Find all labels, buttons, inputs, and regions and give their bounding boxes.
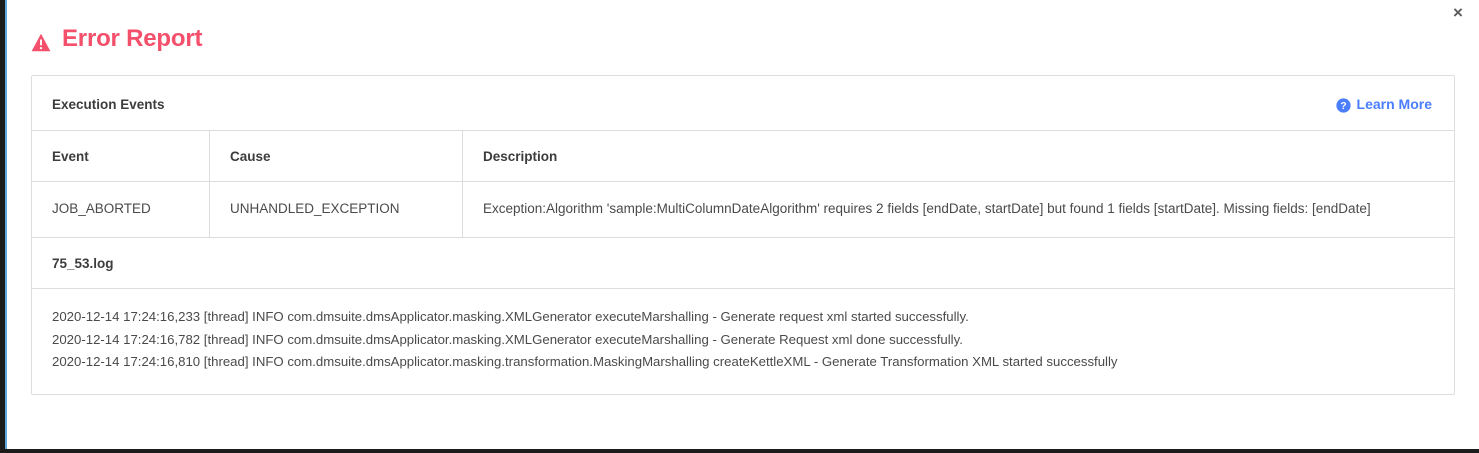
window-bottom-edge <box>0 449 1479 453</box>
page-title: Error Report <box>7 0 1479 53</box>
cell-cause: UNHANDLED_EXCEPTION <box>209 181 463 238</box>
column-header-cause: Cause <box>209 131 463 182</box>
log-line: 2020-12-14 17:24:16,233 [thread] INFO co… <box>52 308 969 324</box>
table-row: JOB_ABORTED UNHANDLED_EXCEPTION Exceptio… <box>32 181 1454 238</box>
log-file-name: 75_53.log <box>32 238 1454 289</box>
svg-text:?: ? <box>1340 101 1346 112</box>
learn-more-label: Learn More <box>1356 96 1432 112</box>
execution-events-card: Execution Events ? Learn More Event <box>31 75 1455 396</box>
error-report-dialog: × Error Report Execution Events ? <box>7 0 1479 449</box>
table-header-row: Event Cause Description <box>32 131 1454 182</box>
log-output: 2020-12-14 17:24:16,233 [thread] INFO co… <box>32 289 1454 394</box>
card-header: Execution Events ? Learn More <box>32 76 1454 131</box>
log-line: 2020-12-14 17:24:16,810 [thread] INFO co… <box>52 354 1118 370</box>
log-line: 2020-12-14 17:24:16,782 [thread] INFO co… <box>52 331 963 347</box>
cell-event: JOB_ABORTED <box>32 181 210 238</box>
column-header-description: Description <box>462 131 1454 182</box>
warning-triangle-icon <box>31 31 51 51</box>
learn-more-link[interactable]: ? Learn More <box>1335 96 1432 113</box>
window-left-accent <box>5 0 7 453</box>
execution-events-table: Event Cause Description JOB_ABORTED UNHA… <box>32 131 1454 238</box>
column-header-event: Event <box>32 131 210 182</box>
cell-description: Exception:Algorithm 'sample:MultiColumnD… <box>462 181 1454 238</box>
close-icon[interactable]: × <box>1453 3 1463 22</box>
help-circle-icon: ? <box>1335 97 1351 113</box>
page-title-text: Error Report <box>62 25 203 52</box>
card-title: Execution Events <box>52 96 165 112</box>
window-left-edge <box>0 0 5 453</box>
